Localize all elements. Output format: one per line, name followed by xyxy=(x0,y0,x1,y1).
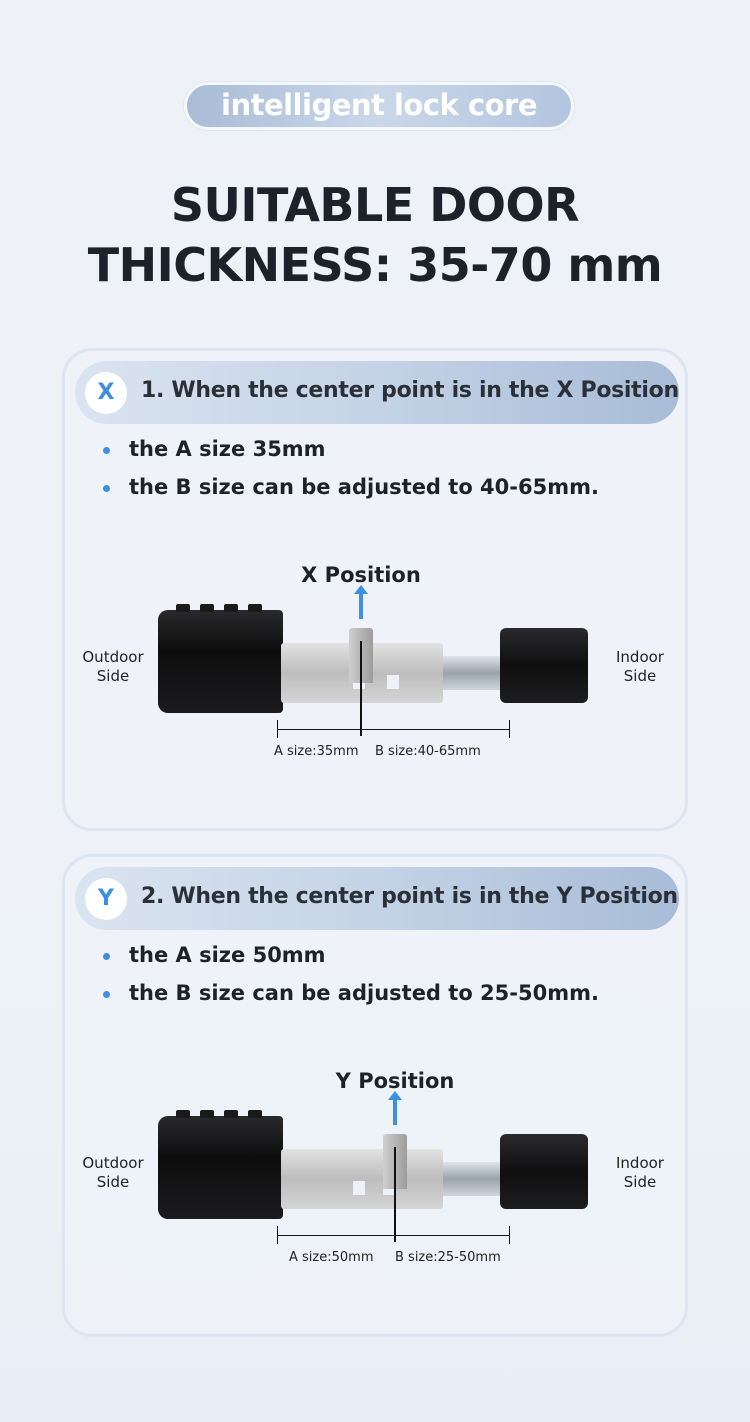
spindle-image xyxy=(443,656,503,690)
section-heading: 2. When the center point is in the Y Pos… xyxy=(141,884,678,909)
b-size-label: B size:25-50mm xyxy=(395,1250,501,1265)
spindle-image xyxy=(443,1162,503,1196)
y-position-panel: Y 2. When the center point is in the Y P… xyxy=(62,854,688,1337)
b-size-label: B size:40-65mm xyxy=(375,744,481,759)
dim-tick xyxy=(509,720,510,738)
arrow-up-icon xyxy=(388,1091,402,1125)
arrow-up-icon xyxy=(354,585,368,619)
section-header: X 1. When the center point is in the X P… xyxy=(75,361,679,424)
outdoor-knob-image xyxy=(158,1110,283,1219)
outdoor-knob-image xyxy=(158,604,283,713)
category-tag: intelligent lock core xyxy=(184,82,574,130)
indoor-side-label: Indoor Side xyxy=(616,648,664,685)
bullet-item: the B size can be adjusted to 25-50mm. xyxy=(103,981,599,1005)
page-title-line2: THICKNESS: 35-70 mm xyxy=(87,238,663,292)
section-header: Y 2. When the center point is in the Y P… xyxy=(75,867,679,930)
outdoor-side-label: Outdoor Side xyxy=(82,1154,144,1191)
a-size-label: A size:50mm xyxy=(289,1250,374,1265)
indoor-knob-image xyxy=(500,1134,588,1209)
section-heading: 1. When the center point is in the X Pos… xyxy=(141,378,679,403)
x-position-panel: X 1. When the center point is in the X P… xyxy=(62,348,688,831)
y-badge: Y xyxy=(85,878,127,920)
center-line xyxy=(394,1147,396,1242)
x-badge: X xyxy=(85,372,127,414)
center-line xyxy=(360,641,362,736)
bullet-item: the B size can be adjusted to 40-65mm. xyxy=(103,475,599,499)
bullet-item: the A size 35mm xyxy=(103,437,326,461)
position-label: X Position xyxy=(301,563,421,587)
a-size-label: A size:35mm xyxy=(274,744,359,759)
indoor-side-label: Indoor Side xyxy=(616,1154,664,1191)
dimension-line xyxy=(277,1235,509,1236)
page-title-line1: SUITABLE DOOR xyxy=(170,178,580,232)
indoor-knob-image xyxy=(500,628,588,703)
outdoor-side-label: Outdoor Side xyxy=(82,648,144,685)
dim-tick xyxy=(509,1226,510,1244)
position-label: Y Position xyxy=(335,1069,455,1093)
cylinder-image xyxy=(281,1149,443,1209)
dimension-line xyxy=(277,729,509,730)
bullet-item: the A size 50mm xyxy=(103,943,326,967)
